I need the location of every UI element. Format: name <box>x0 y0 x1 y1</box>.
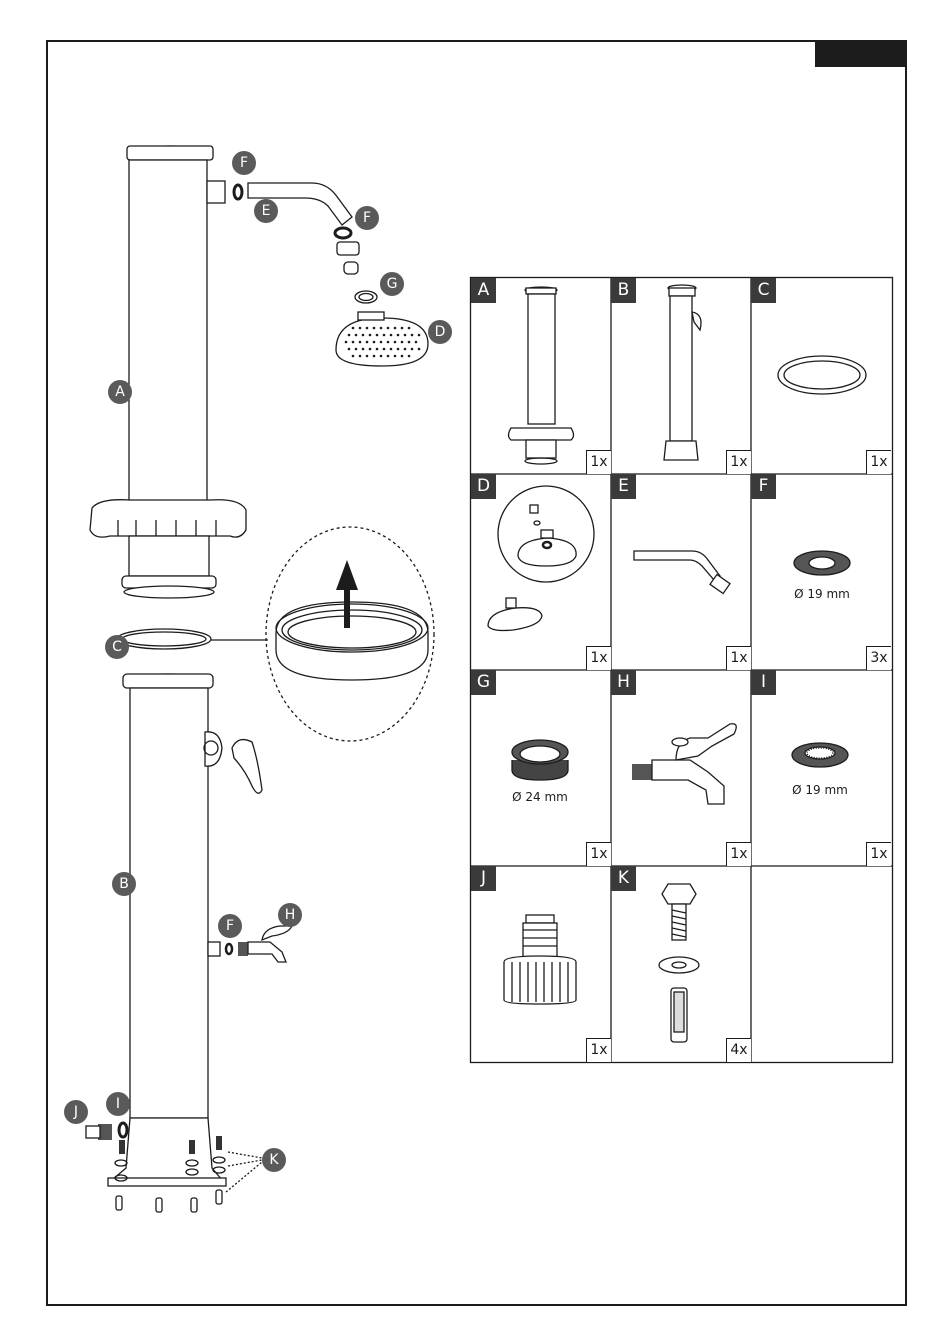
part-quantity: 1x <box>726 646 751 670</box>
part-cell-d: D 1x <box>471 474 611 670</box>
callout-hose-adapter: J <box>64 1100 88 1124</box>
callout-arm-washer: F <box>355 206 379 230</box>
part-quantity: 4x <box>726 1038 751 1062</box>
part-dimension: Ø 19 mm <box>772 587 872 601</box>
callout-upper-column: A <box>108 380 132 404</box>
callout-top-washer: F <box>232 151 256 175</box>
part-cell-b: B 1x <box>611 278 751 474</box>
part-quantity: 1x <box>586 1038 611 1062</box>
callout-ring-seal: C <box>105 635 129 659</box>
callout-shower-arm: E <box>254 199 278 223</box>
part-quantity: 1x <box>586 646 611 670</box>
part-letter: C <box>751 278 776 303</box>
callout-shower-head: D <box>428 320 452 344</box>
part-letter: I <box>751 670 776 695</box>
part-quantity: 1x <box>586 842 611 866</box>
part-cell-k: K 4x <box>611 866 751 1062</box>
detail-magnifier <box>266 527 434 741</box>
callout-tap-washer: F <box>218 914 242 938</box>
part-cell-a: A 1x <box>471 278 611 474</box>
ring-seal <box>117 629 268 649</box>
part-letter: B <box>611 278 636 303</box>
part-quantity: 1x <box>866 842 891 866</box>
callout-filter-washer: G <box>380 272 404 296</box>
part-letter: J <box>471 866 496 891</box>
part-letter: F <box>751 474 776 499</box>
part-cell-f: F 3x Ø 19 mm <box>751 474 891 670</box>
part-cell-c: C 1x <box>751 278 891 474</box>
part-quantity: 1x <box>726 450 751 474</box>
part-letter: A <box>471 278 496 303</box>
part-letter: G <box>471 670 496 695</box>
callout-lower-column: B <box>112 872 136 896</box>
part-cell-e: E 1x <box>611 474 751 670</box>
part-dimension: Ø 19 mm <box>770 783 870 797</box>
part-letter: H <box>611 670 636 695</box>
part-letter: D <box>471 474 496 499</box>
part-quantity: 1x <box>726 842 751 866</box>
callout-tap: H <box>278 903 302 927</box>
callout-bolts: K <box>262 1148 286 1172</box>
part-cell-j: J 1x <box>471 866 611 1062</box>
part-dimension: Ø 24 mm <box>490 790 590 804</box>
part-quantity: 1x <box>866 450 891 474</box>
part-cell-i: I 1x Ø 19 mm <box>751 670 891 866</box>
part-cell-g: G 1x Ø 24 mm <box>471 670 611 866</box>
callout-filter-gasket: I <box>106 1092 130 1116</box>
part-quantity: 3x <box>866 646 891 670</box>
lower-column <box>86 674 292 1212</box>
part-quantity: 1x <box>586 450 611 474</box>
part-cell-h: H 1x <box>611 670 751 866</box>
part-letter: E <box>611 474 636 499</box>
part-letter: K <box>611 866 636 891</box>
upper-column <box>90 146 246 598</box>
